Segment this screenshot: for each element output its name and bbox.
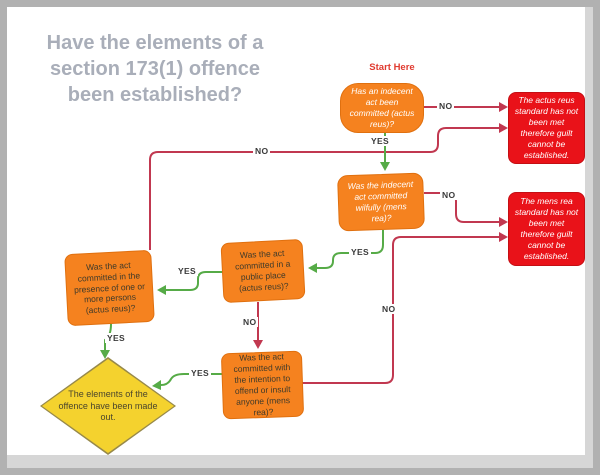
node-text: Has an indecent act been committed (actu… [349,86,415,129]
edge-label-no: NO [380,304,398,314]
edge-q4-no-to-fail-actus [149,127,499,250]
edge-label-yes: YES [189,368,211,378]
edge-label-yes: YES [369,136,391,146]
node-mens-rea-not-met[interactable]: The mens rea standard has not been met t… [508,192,585,266]
arrowhead [253,340,263,349]
node-committed-wilfully[interactable]: Was the indecent act committed wilfully … [337,172,425,232]
node-text: The mens rea standard has not been met t… [514,196,579,261]
start-here-label: Start Here [369,62,415,73]
page-title: Have the elements of a section 173(1) of… [46,32,264,106]
arrowhead [499,217,508,227]
edge-label-yes: YES [176,266,198,276]
arrowhead [308,263,317,273]
arrowhead [100,350,110,359]
node-actus-reus-not-met[interactable]: The actus reus standard has not been met… [508,92,585,164]
edge-q5-yes-to-success [160,373,222,386]
node-text: Was the act committed with the intention… [233,351,291,418]
node-text: Was the act committed in the presence of… [73,259,146,316]
arrowhead [499,232,508,242]
edge-label-no: NO [437,101,455,111]
node-public-place[interactable]: Was the act committed in a public place … [220,238,306,304]
arrowhead [152,380,161,390]
node-text: Was the act committed in a public place … [234,248,291,294]
edge-label-yes: YES [105,333,127,343]
node-presence-of-persons[interactable]: Was the act committed in the presence of… [64,249,155,327]
arrowhead [157,285,166,295]
edge-q5-no-to-fail-mens [302,236,499,384]
arrowhead [380,162,390,171]
edge-label-no: NO [440,190,458,200]
node-text: The actus reus standard has not been met… [514,95,579,160]
edge-label-yes: YES [349,247,371,257]
arrowhead [499,123,508,133]
node-indecent-act-committed[interactable]: Has an indecent act been committed (actu… [340,83,424,133]
node-text: Was the indecent act committed wilfully … [347,179,414,224]
edge-label-no: NO [241,317,259,327]
edge-q3-yes-to-q4 [166,271,222,291]
node-text: The elements of the offence have been ma… [58,389,158,423]
edge-q2-yes-to-q3 [317,230,384,269]
edge-q2-no-to-fail-mens [424,192,499,223]
edge-label-no: NO [253,146,271,156]
node-intention-to-offend[interactable]: Was the act committed with the intention… [220,350,305,420]
arrowhead [499,102,508,112]
